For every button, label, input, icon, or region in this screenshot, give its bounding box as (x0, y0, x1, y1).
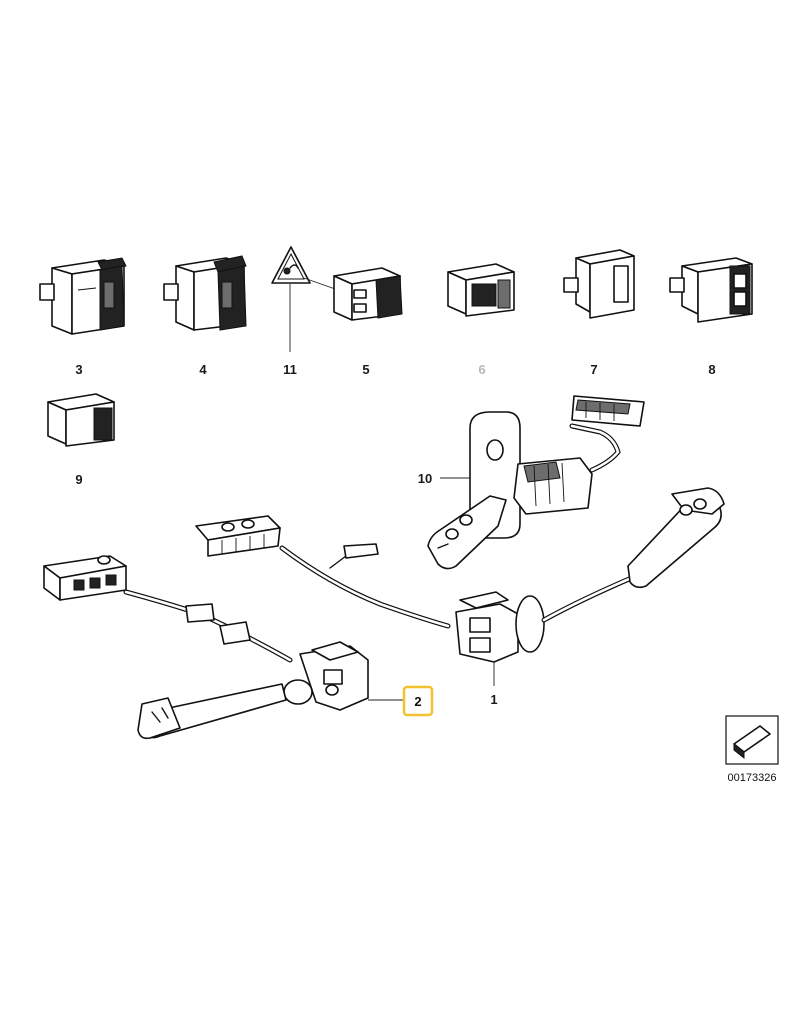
part-5-switch[interactable] (333, 267, 403, 321)
part-1-turn-signal-switch[interactable] (195, 487, 725, 663)
part-7-switch[interactable] (563, 249, 635, 319)
leader-11-5 (303, 277, 339, 291)
part-11-warning-label[interactable] (271, 246, 311, 284)
label-part-1[interactable]: 1 (490, 692, 497, 707)
label-part-5[interactable]: 5 (362, 362, 369, 377)
label-part-11[interactable]: 11 (283, 362, 297, 377)
part-9-switch[interactable] (47, 393, 115, 447)
label-part-3[interactable]: 3 (75, 362, 82, 377)
label-part-10[interactable]: 10 (418, 471, 432, 486)
label-part-2[interactable]: 2 (414, 694, 421, 709)
part-3-switch[interactable] (39, 257, 127, 335)
label-part-4[interactable]: 4 (199, 362, 207, 377)
reference-id: 00173326 (728, 772, 777, 784)
label-part-6[interactable]: 6 (478, 362, 485, 377)
part-2-wiper-switch[interactable] (43, 555, 369, 740)
diagram-reference-icon (725, 715, 779, 765)
part-4-switch[interactable] (163, 255, 247, 331)
part-6-switch[interactable] (447, 263, 515, 317)
label-part-7[interactable]: 7 (590, 362, 597, 377)
label-part-9[interactable]: 9 (75, 472, 82, 487)
highlight-box-part-2 (402, 685, 434, 717)
part-10-cruise-lever[interactable] (427, 395, 645, 570)
part-8-switch[interactable] (669, 257, 753, 323)
label-part-8[interactable]: 8 (708, 362, 715, 377)
